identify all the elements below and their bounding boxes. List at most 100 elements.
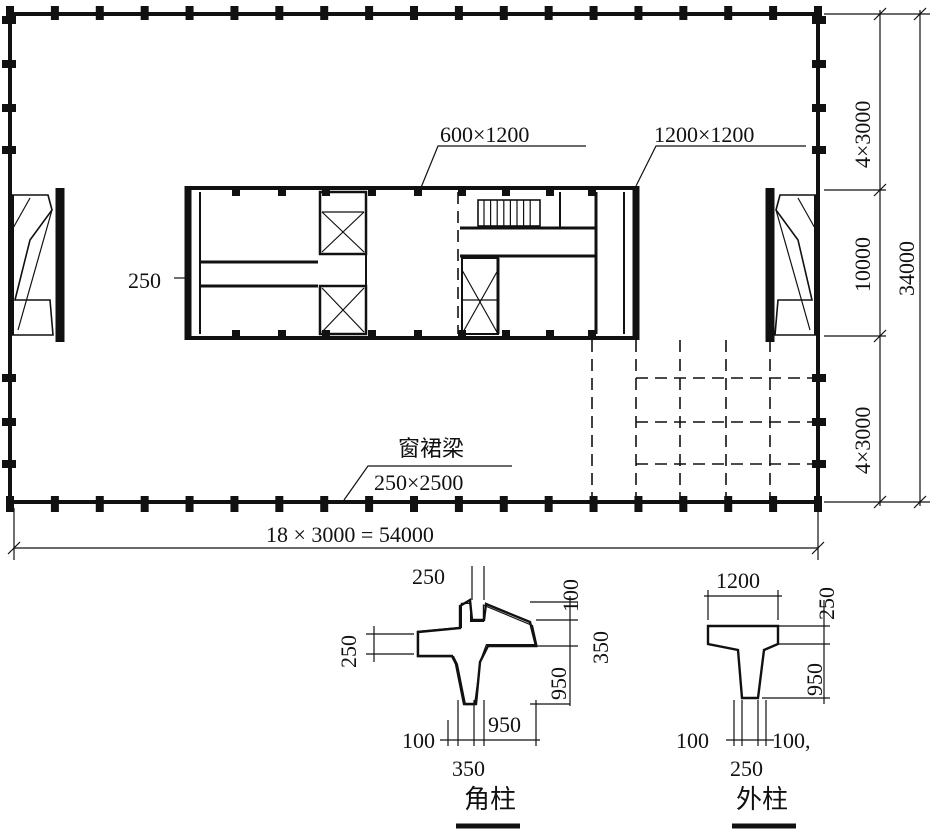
core-column-top bbox=[546, 186, 554, 196]
label-dim-34000: 34000 bbox=[894, 241, 919, 296]
perimeter-column-top bbox=[410, 6, 418, 20]
perimeter-column-right bbox=[812, 16, 826, 24]
corner-column-section: 250 100 350 950 250 100 950 350 角柱 bbox=[336, 564, 613, 829]
plan-annotations: 600×1200 1200×1200 250 窗裙梁 250×2500 bbox=[128, 122, 806, 501]
perimeter-column-top bbox=[230, 6, 239, 20]
perimeter-column-top bbox=[275, 6, 284, 20]
perimeter-column-top bbox=[499, 6, 508, 20]
corner-dim-100-bottom: 100 bbox=[402, 728, 435, 753]
perimeter-column-bottom bbox=[275, 496, 284, 512]
core-column-top bbox=[414, 186, 422, 196]
right-dimensions: 4×3000 10000 4×3000 34000 bbox=[824, 7, 930, 509]
core-column-bottom bbox=[322, 330, 330, 340]
perimeter-column-left bbox=[2, 460, 16, 468]
core-column-bottom bbox=[588, 330, 596, 340]
perimeter-column-bottom bbox=[679, 496, 688, 512]
core-column-bottom bbox=[502, 330, 510, 340]
stair-treads bbox=[483, 200, 531, 226]
exterior-dim-100-left: 100 bbox=[676, 728, 709, 753]
exterior-dim-950-v: 950 bbox=[802, 663, 827, 696]
perimeter-column-top bbox=[724, 6, 733, 20]
core-walls bbox=[184, 186, 640, 340]
left-end-wall bbox=[10, 188, 65, 342]
dashed-grid bbox=[591, 340, 816, 500]
core-column-top bbox=[368, 186, 376, 196]
label-600x1200: 600×1200 bbox=[440, 122, 529, 147]
core-column-bottom bbox=[458, 330, 466, 340]
corner-dim-350-bottom: 350 bbox=[452, 756, 485, 781]
perimeter-column-top bbox=[6, 6, 14, 20]
core-column-top bbox=[458, 186, 466, 196]
label-dim-4x3000-bottom: 4×3000 bbox=[850, 407, 875, 474]
corner-dim-950-bottom: 950 bbox=[488, 712, 521, 737]
perimeter-column-left bbox=[2, 104, 16, 112]
core-column-top bbox=[502, 186, 510, 196]
perimeter-column-top bbox=[454, 6, 463, 20]
perimeter-column-left bbox=[2, 418, 16, 426]
corner-dim-100: 100 bbox=[558, 579, 583, 612]
perimeter-column-bottom bbox=[544, 496, 553, 512]
core-column-bottom bbox=[278, 330, 286, 340]
bottom-dimension: 18 × 3000 = 54000 bbox=[7, 508, 825, 560]
exterior-dim-1200: 1200 bbox=[716, 568, 760, 593]
core-column-bottom bbox=[414, 330, 422, 340]
perimeter-column-bottom bbox=[814, 496, 822, 512]
perimeter-column-top bbox=[140, 6, 149, 20]
perimeter-column-top bbox=[634, 6, 643, 20]
perimeter-column-left bbox=[2, 60, 16, 68]
core-column-bottom bbox=[368, 330, 376, 340]
corner-dim-250: 250 bbox=[412, 564, 445, 589]
perimeter-column-bottom bbox=[50, 496, 59, 512]
corner-column-title: 角柱 bbox=[464, 785, 516, 814]
perimeter-column-bottom bbox=[410, 496, 418, 512]
label-total-length: 18 × 3000 = 54000 bbox=[266, 522, 434, 547]
perimeter-column-top bbox=[95, 6, 104, 20]
perimeter-column-bottom bbox=[589, 496, 598, 512]
perimeter-column-bottom bbox=[769, 496, 778, 512]
exterior-dim-250-bottom: 250 bbox=[730, 756, 763, 781]
exterior-column-section: 1200 250 950 100 100, 250 外柱 bbox=[676, 568, 839, 829]
perimeter-column-right bbox=[812, 104, 826, 112]
core-columns bbox=[232, 186, 596, 340]
perimeter-column-bottom bbox=[320, 496, 329, 512]
perimeter-column-right bbox=[812, 460, 826, 468]
perimeter-column-top bbox=[589, 6, 598, 20]
core-column-top bbox=[232, 186, 240, 196]
exterior-dim-250-v: 250 bbox=[814, 587, 839, 620]
perimeter-column-left bbox=[2, 16, 16, 24]
corner-dim-350: 350 bbox=[588, 631, 613, 664]
perimeter-column-top bbox=[320, 6, 329, 20]
perimeter-column-bottom bbox=[230, 496, 239, 512]
perimeter-column-top bbox=[50, 6, 59, 20]
label-core-wall-250: 250 bbox=[128, 268, 161, 293]
perimeter-column-right bbox=[812, 60, 826, 68]
label-dim-4x3000-top: 4×3000 bbox=[850, 101, 875, 168]
label-spandrel-name: 窗裙梁 bbox=[398, 436, 464, 461]
perimeter-column-bottom bbox=[365, 496, 374, 512]
perimeter-column-left bbox=[2, 146, 16, 154]
exterior-column-title: 外柱 bbox=[736, 785, 788, 814]
perimeter-column-bottom bbox=[724, 496, 733, 512]
core-column-top bbox=[322, 186, 330, 196]
perimeter-column-bottom bbox=[499, 496, 508, 512]
perimeter-column-right bbox=[812, 374, 826, 382]
core-column-top bbox=[588, 186, 596, 196]
core-column-top bbox=[278, 186, 286, 196]
perimeter-column-bottom bbox=[140, 496, 149, 512]
perimeter-column-top bbox=[365, 6, 374, 20]
exterior-dim-100-right: 100, bbox=[772, 728, 811, 753]
corner-dim-250-left: 250 bbox=[336, 635, 361, 668]
core-column-bottom bbox=[546, 330, 554, 340]
core-column-bottom bbox=[232, 330, 240, 340]
perimeter-columns bbox=[2, 6, 826, 512]
outer-frame bbox=[8, 12, 820, 504]
perimeter-column-bottom bbox=[454, 496, 463, 512]
perimeter-column-right bbox=[812, 146, 826, 154]
perimeter-column-top bbox=[544, 6, 553, 20]
perimeter-column-top bbox=[679, 6, 688, 20]
perimeter-column-right bbox=[812, 418, 826, 426]
perimeter-column-top bbox=[185, 6, 194, 20]
corner-dim-950-v: 950 bbox=[546, 667, 571, 700]
perimeter-column-bottom bbox=[185, 496, 194, 512]
